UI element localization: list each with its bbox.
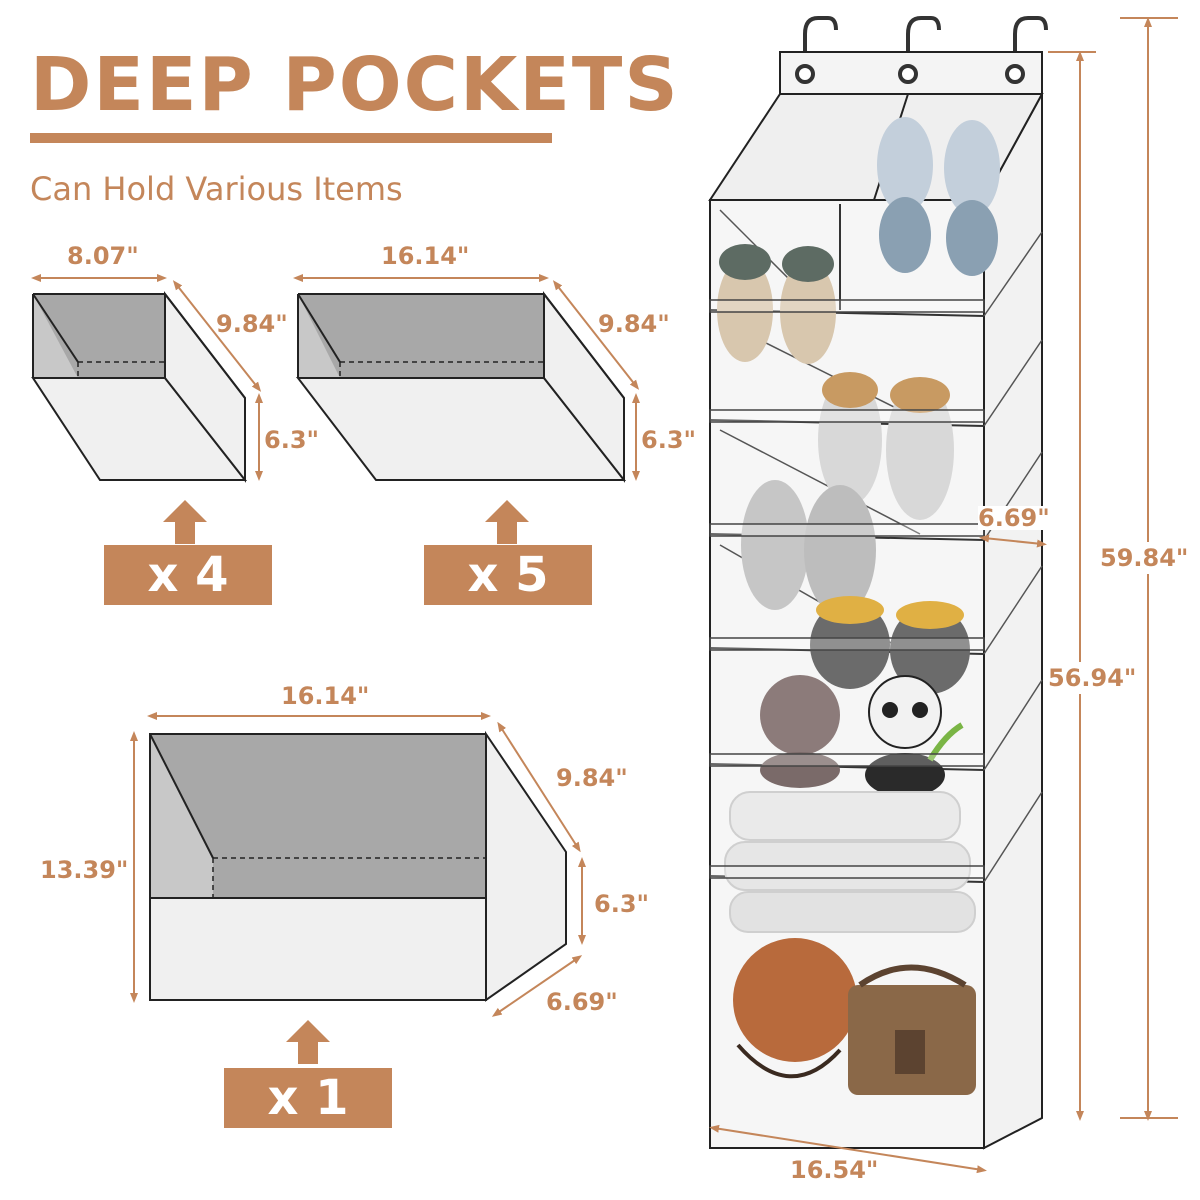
large-pocket-drawing	[149, 730, 567, 1002]
small-pocket-dimension-lines	[31, 274, 263, 481]
title-underline	[30, 133, 552, 143]
organizer-side-depth: 6.69"	[978, 504, 1050, 532]
medium-pocket-quantity-badge: x 5	[424, 545, 592, 605]
medium-pocket-depth: 9.84"	[598, 310, 670, 338]
medium-pocket-height: 6.3"	[641, 426, 697, 454]
plush-toys	[760, 675, 964, 797]
large-pocket-bottom-depth: 6.69"	[546, 988, 618, 1016]
page-subtitle: Can Hold Various Items	[30, 170, 403, 208]
large-pocket-width: 16.14"	[281, 682, 370, 710]
sneakers-grey	[741, 480, 876, 615]
sneakers-brown	[818, 372, 954, 520]
large-pocket-dimension-lines	[130, 712, 586, 1017]
organizer-body-height: 56.94"	[1048, 662, 1137, 694]
medium-pocket-width: 16.14"	[381, 242, 470, 270]
quantity-arrows	[163, 500, 529, 1064]
sneakers-tan	[717, 244, 836, 364]
medium-pocket-drawing	[295, 291, 627, 483]
small-pocket-drawing	[31, 291, 248, 483]
hanging-organizer	[708, 16, 1048, 1150]
large-pocket-quantity-badge: x 1	[224, 1068, 392, 1128]
handbags	[733, 938, 976, 1095]
small-pocket-quantity-badge: x 4	[104, 545, 272, 605]
folded-towels	[724, 791, 976, 933]
sneakers-blue	[877, 117, 1000, 276]
large-pocket-front-height: 6.3"	[594, 890, 650, 918]
large-pocket-total-height: 13.39"	[40, 856, 129, 884]
page-title: DEEP POCKETS	[30, 42, 680, 128]
door-hooks	[803, 16, 1048, 68]
large-pocket-depth: 9.84"	[556, 764, 628, 792]
organizer-dimension-lines	[709, 17, 1178, 1174]
medium-pocket-dimension-lines	[293, 274, 640, 481]
organizer-overall-height: 59.84"	[1100, 542, 1189, 574]
organizer-width: 16.54"	[790, 1156, 879, 1184]
small-pocket-width: 8.07"	[67, 242, 139, 270]
small-pocket-depth: 9.84"	[216, 310, 288, 338]
small-pocket-height: 6.3"	[264, 426, 320, 454]
